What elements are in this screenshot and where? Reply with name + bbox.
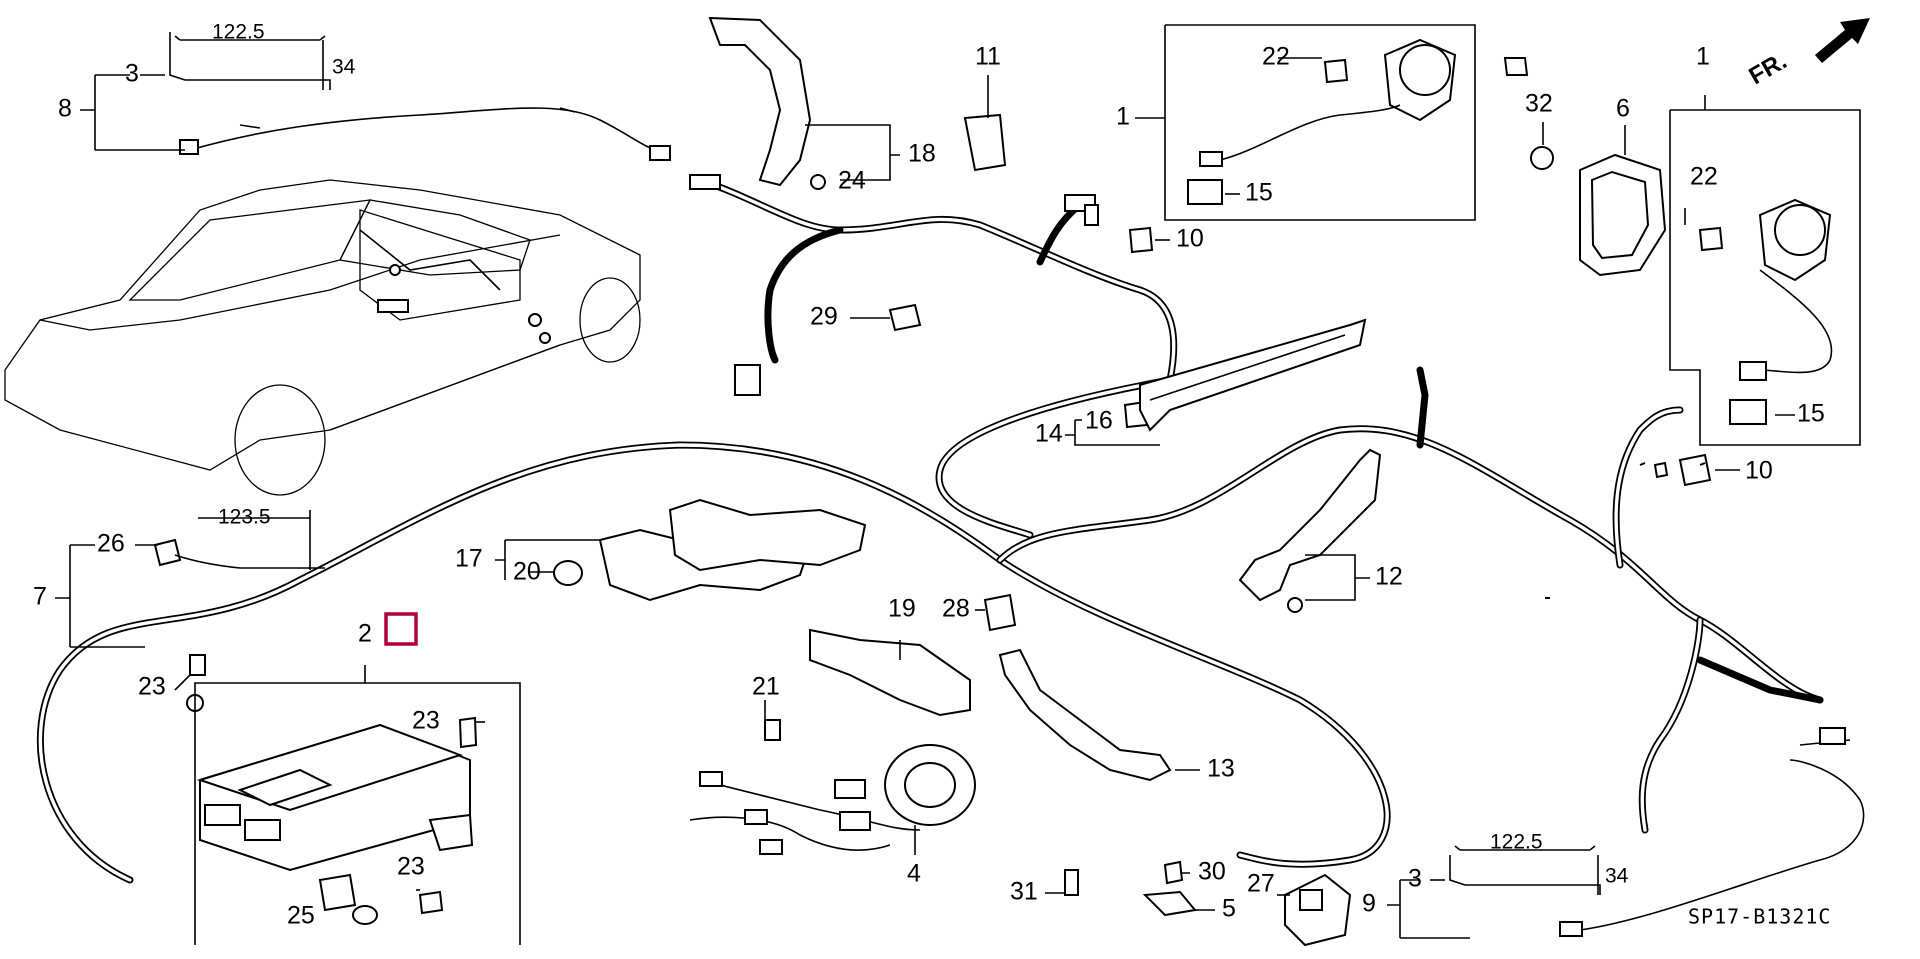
cable-reel [689, 744, 976, 855]
part-label: 18 [908, 140, 936, 168]
sensor-1-right [1698, 198, 1833, 425]
dimension-value: 122.5 [212, 21, 265, 44]
connector-26 [153, 538, 325, 569]
part-label: 11 [975, 43, 1001, 71]
part-label: 22 [1690, 163, 1718, 191]
part-label: 22 [1262, 43, 1290, 71]
part-label: 12 [1375, 563, 1403, 591]
part-label: 8 [58, 95, 72, 123]
part-label: 1 [1116, 103, 1130, 131]
leader-lines [55, 24, 1861, 945]
part-label: 14 [1035, 420, 1063, 448]
part-label: 23 [138, 673, 166, 701]
part-label: 7 [33, 583, 47, 611]
part-label: 31 [1010, 878, 1038, 906]
part-label: 32 [1525, 90, 1553, 118]
part-label: 10 [1745, 457, 1773, 485]
sensor-27 [1284, 873, 1352, 947]
bracket-17 [553, 498, 867, 602]
part-label: 28 [942, 595, 970, 623]
part-labels: 3 8 7 26 23 2 23 23 25 17 20 18 24 11 29… [33, 43, 1825, 930]
part-label: 6 [1616, 95, 1630, 123]
upper-harness [689, 174, 1178, 539]
part-label: 25 [287, 902, 315, 930]
part-label: 15 [1245, 179, 1273, 207]
part-label: 15 [1797, 400, 1825, 428]
bracket-12 [1238, 448, 1382, 613]
srs-control-unit [196, 723, 474, 912]
part-label: 26 [97, 530, 125, 558]
direction-label: FR. [1745, 47, 1792, 90]
bracket-18 [708, 16, 826, 190]
part-label: 16 [1085, 407, 1113, 435]
part-19 [809, 628, 971, 717]
part-label: 27 [1247, 870, 1275, 898]
highlight-box [384, 612, 418, 646]
cable-8 [179, 107, 671, 161]
part-label: 17 [455, 545, 483, 573]
part-6 [1579, 153, 1667, 277]
part-label: 1 [1696, 43, 1710, 71]
part-label: 5 [1222, 895, 1236, 923]
part-label: 3 [125, 60, 139, 88]
rail-14 [1139, 318, 1367, 432]
part-label: 24 [838, 167, 866, 195]
part-label: 21 [752, 673, 780, 701]
part-label: 3 [1408, 865, 1422, 893]
part-label: 30 [1198, 858, 1226, 886]
dimension-value: 122.5 [1490, 831, 1543, 854]
part-label: 2 [358, 620, 372, 648]
sensor-1-top [1187, 38, 1457, 205]
part-label: 20 [513, 558, 541, 586]
diagram-code: SP17-B1321C [1688, 905, 1831, 929]
part-label: 9 [1362, 890, 1376, 918]
cable-9 [1559, 727, 1865, 937]
part-label: 10 [1176, 225, 1204, 253]
part-label: 23 [412, 707, 440, 735]
front-direction-arrow: FR. [1745, 18, 1870, 90]
part-label: 29 [810, 303, 838, 331]
dimension-value: 34 [332, 56, 356, 79]
dimension-labels: 122.5 34 123.5 122.5 34 [212, 21, 1629, 888]
clips [888, 113, 1712, 632]
dimension-value: 34 [1605, 865, 1629, 888]
part-label: 13 [1207, 755, 1235, 783]
part-label: 23 [397, 853, 425, 881]
bracket-13 [998, 648, 1172, 782]
car-illustration [4, 179, 641, 496]
dimension-value: 123.5 [218, 506, 271, 529]
main-harness [37, 366, 1824, 884]
part-label: 19 [888, 595, 916, 623]
part-label: 4 [907, 860, 921, 888]
